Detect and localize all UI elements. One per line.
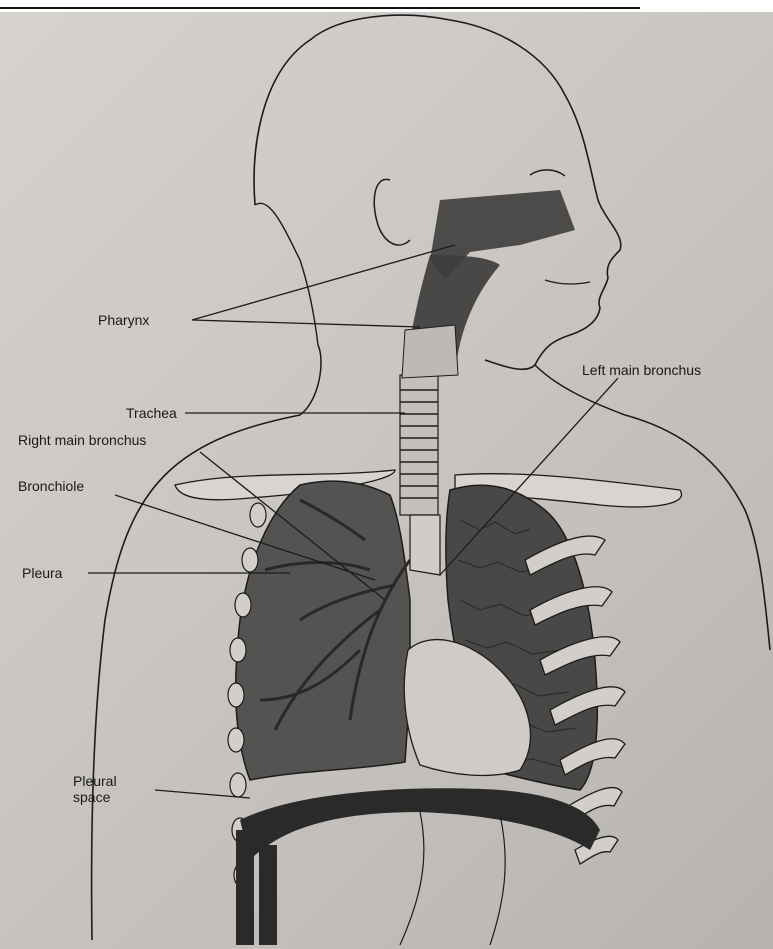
label-trachea: Trachea — [126, 405, 177, 421]
label-pleural-space-line2: space — [73, 789, 110, 805]
ear-outline — [374, 179, 410, 245]
shoulder-right — [625, 415, 770, 650]
main-bronchi — [410, 515, 440, 575]
trachea-rings — [400, 375, 438, 515]
abdomen-lines — [400, 812, 505, 945]
label-right-main-bronchus: Right main bronchus — [18, 432, 146, 448]
label-pharynx: Pharynx — [98, 312, 149, 328]
label-left-main-bronchus: Left main bronchus — [582, 362, 701, 378]
label-pleural-space-line1: Pleural — [73, 773, 117, 789]
mouth — [545, 280, 590, 284]
diaphragm — [240, 788, 600, 860]
label-pleura: Pleura — [22, 565, 62, 581]
eye — [530, 170, 565, 176]
label-pleural-space: Pleural space — [73, 773, 133, 805]
label-bronchiole: Bronchiole — [18, 478, 84, 494]
larynx — [402, 325, 458, 378]
neck-left — [300, 345, 321, 415]
